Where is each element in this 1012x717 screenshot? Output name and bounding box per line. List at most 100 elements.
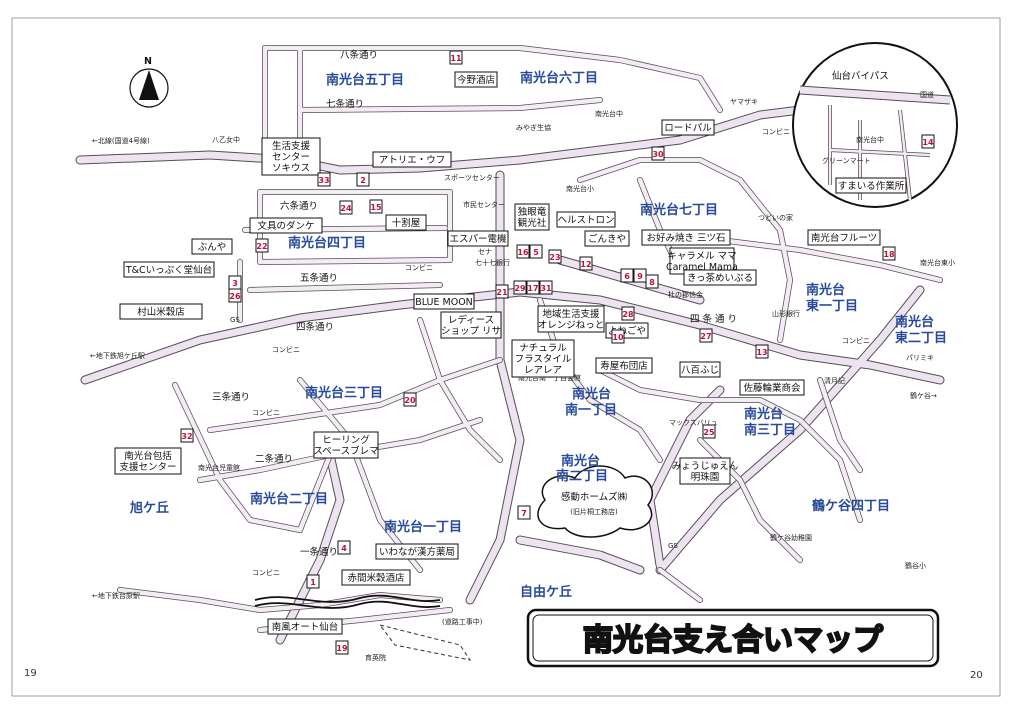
shop-label-s29a: レディース (448, 314, 494, 326)
marker-4: 4 (337, 540, 351, 555)
street-4b: 四 条 通 り (690, 313, 737, 325)
svg-text:9: 9 (637, 272, 643, 281)
svg-text:11: 11 (450, 54, 462, 63)
landmark-yamazaki: ヤマザキ (730, 98, 758, 106)
shop-label-s31b: オレンジねっと (538, 320, 605, 331)
shop-box-s14: すまいる作業所 (835, 177, 907, 194)
svg-text:4: 4 (341, 544, 347, 553)
svg-text:32: 32 (181, 432, 192, 441)
shop-label-s33b: センター (272, 152, 310, 163)
district-tsuru: 鶴ケ谷四丁目 (812, 498, 890, 514)
marker-1: 1 (306, 574, 320, 589)
label-tsurugaya-arrow: 鶴ケ谷→ (910, 391, 937, 400)
label-yawagaoka: 八乙女中 (212, 135, 240, 144)
svg-text:27: 27 (700, 332, 711, 341)
landmark-miyagi: みやぎ生協 (516, 123, 551, 132)
svg-text:5: 5 (533, 248, 539, 257)
svg-text:2: 2 (360, 176, 366, 185)
shop-box-s21: BLUE MOON (413, 293, 475, 310)
street-5: 五条通り (300, 272, 338, 284)
shop-box-s26: 村山米穀店 (119, 303, 203, 320)
landmark-green: グリーンマート (822, 156, 871, 165)
shop-label-s1: 赤間米穀酒店 (347, 572, 404, 584)
street-bypass: 仙台バイパス (832, 70, 889, 82)
marker-2: 2 (356, 172, 370, 187)
shop-labels: 今野酒店生活支援センターソキウスアトリエ・ウフロードパル文具のダンケ十割屋ぶんや… (114, 71, 907, 635)
marker-24: 24 (339, 200, 353, 215)
title-banner: 南光台支え合いマップ (526, 608, 940, 668)
shop-label-s10: 寿屋布団店 (600, 360, 648, 372)
marker-3: 3 (228, 275, 242, 290)
shop-label-s9a: キャラメル ママ (667, 251, 736, 262)
shop-box-s12: ごんきや (584, 230, 630, 247)
shop-label-s12: ごんきや (588, 233, 626, 245)
landmark-conv2: コンビニ (272, 345, 300, 354)
marker-7: 7 (517, 505, 531, 520)
label-s7a: 感動ホームズ㈱ (561, 491, 628, 503)
label-s7b: (旧片桐工務店) (570, 507, 618, 516)
marker-15: 15 (369, 199, 383, 214)
marker-33: 33 (317, 172, 331, 187)
marker-29: 29 (513, 280, 527, 295)
svg-text:3: 3 (232, 279, 238, 288)
shop-label-s17a: ナチュラル (519, 343, 567, 354)
landmark-ikuenin: 育英院 (365, 653, 386, 662)
shop-label-s8b: きっ茶めいぷる (687, 272, 753, 284)
district-4: 南光台四丁目 (288, 235, 366, 251)
shop-label-s8: お好み焼き 三ツ石 (646, 232, 725, 244)
district-3: 南光台三丁目 (305, 385, 383, 401)
svg-text:19: 19 (336, 644, 348, 653)
street-2: 二条通り (255, 453, 293, 465)
marker-31: 31 (539, 280, 553, 295)
marker-6: 6 (620, 268, 634, 283)
svg-text:25: 25 (703, 428, 715, 437)
street-north-line: ←北線(国道4号線) (92, 136, 150, 145)
landmark-gs1: GS (230, 316, 240, 324)
shop-box-s18: 南光台フルーツ (807, 229, 881, 246)
district-labels: 南光台五丁目 南光台六丁目 南光台七丁目 南光台四丁目 南光台三丁目 南光台二丁… (129, 70, 947, 600)
shop-box-s23: ヘルストロン (556, 211, 616, 228)
district-6: 南光台六丁目 (520, 70, 598, 86)
shop-label-s23: ヘルストロン (557, 215, 614, 226)
shop-box-s19: 南風オート仙台 (267, 618, 343, 635)
svg-text:17: 17 (527, 284, 538, 293)
shop-label-s20b: スペースブレマ (313, 445, 378, 457)
landmark-mori: 杜の郡信金 (668, 290, 703, 299)
landmark-jidokan: 南光台児童館 (198, 463, 240, 472)
shop-label-s32a: 南光台包括 (124, 450, 172, 462)
landmark-maxvalu: マックスバリュ (669, 419, 718, 427)
landmark-yamagata: 山形銀行 (772, 309, 800, 318)
shop-box-s3: T&Cいっぷく堂仙台 (123, 261, 215, 278)
landmark-labels: 南光台中 南光台小 南光台東小 スポーツセンター 市民センター みやぎ生協 ヤマ… (198, 90, 955, 662)
marker-10: 10 (611, 329, 625, 344)
landmark-gs2: GS (668, 542, 678, 550)
svg-text:29: 29 (514, 284, 526, 293)
shop-box-s11: 今野酒店 (454, 71, 498, 88)
landmark-nankodai-jh: 南光台中 (595, 109, 623, 118)
label-road-work: (道路工事中) (442, 617, 483, 626)
shop-label-s24: 文具のダンケ (257, 220, 314, 232)
svg-text:8: 8 (649, 278, 655, 287)
landmark-sports: スポーツセンター (444, 173, 500, 182)
svg-text:1: 1 (310, 578, 316, 587)
district-m3b: 南三丁目 (744, 422, 796, 438)
street-1: 一条通り (300, 546, 338, 558)
marker-25: 25 (702, 424, 716, 439)
shop-label-s2: アトリエ・ウフ (379, 155, 446, 166)
marker-18: 18 (882, 246, 896, 261)
marker-26: 26 (228, 288, 242, 303)
marker-19: 19 (335, 640, 349, 655)
page-border (11, 17, 1001, 697)
shop-label-s22: ぶんや (198, 242, 227, 253)
marker-16: 16 (516, 244, 530, 259)
marker-21: 21 (495, 284, 509, 299)
marker-28: 28 (621, 306, 635, 321)
shop-label-s16: エスパー電機 (449, 233, 507, 245)
svg-text:21: 21 (496, 288, 508, 297)
shop-label-s3: T&Cいっぷく堂仙台 (125, 264, 212, 276)
